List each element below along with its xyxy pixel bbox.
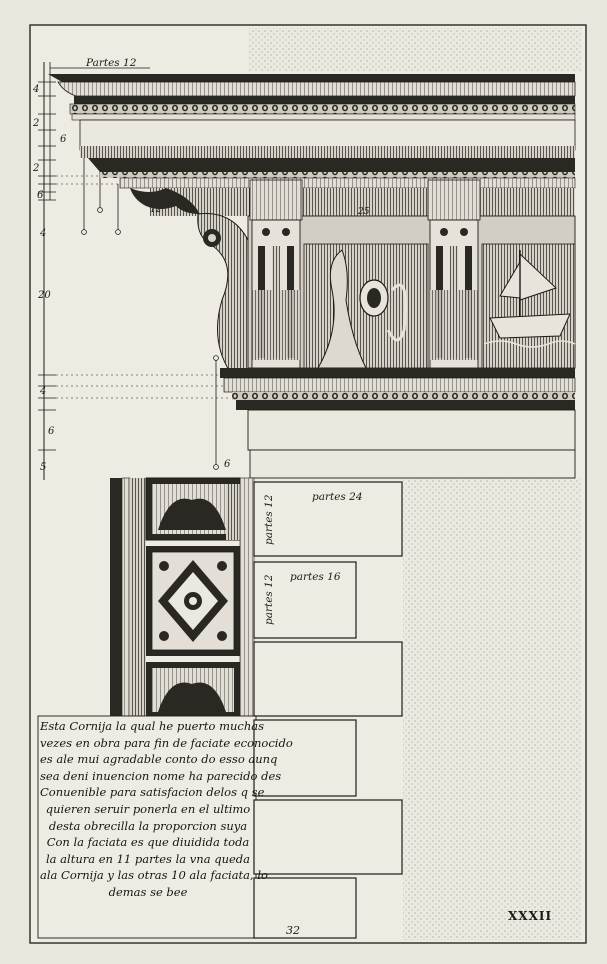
caption-line: sea deni inuencion nome ha parecido des (40, 768, 282, 783)
caption-line: desta obrecilla la proporcion suya (48, 818, 248, 833)
caption-line: ala Cornija y las otras 10 ala faciata, … (40, 868, 268, 883)
caption-line: Conuenible para satisfacion delos q se (40, 785, 265, 800)
caption-line: Con la faciata es que diuidida toda (46, 835, 250, 850)
scale-mark-9: 5 (40, 462, 46, 473)
caption-line: la altura en 11 partes la vna queda (45, 851, 250, 866)
masonry-block-1 (253, 481, 403, 557)
cornice-mark-1: 25 (357, 207, 370, 217)
scale-mark-6: 20 (37, 290, 51, 301)
caption-text: Esta Cornija la qual he puerto muchas ve… (40, 718, 293, 901)
masonry-block-2 (253, 561, 357, 639)
scale-mark-2: 6 (60, 134, 67, 145)
masonry-block-6 (253, 877, 357, 939)
block-1-height-label: partes 12 (263, 494, 275, 545)
page-number: 32 (286, 924, 300, 937)
scale-mark-4: 6 (37, 190, 44, 201)
block-1-width-label: partes 24 (312, 491, 363, 503)
scale-mark-8: 6 (48, 426, 55, 437)
scale-mark-3: 2 (32, 163, 39, 174)
block-2-width-label: partes 16 (290, 571, 341, 583)
scale-mark-1: 2 (32, 118, 39, 129)
caption-line: Esta Cornija la qual he puerto muchas (40, 719, 265, 733)
block-2-height-label: partes 12 (263, 574, 275, 625)
masonry-block-4 (253, 719, 357, 797)
top-scale-label: Partes 12 (85, 57, 137, 69)
side-mark: 6 (224, 459, 231, 470)
scale-mark-5: 4 (39, 228, 46, 239)
scale-mark-0: 4 (32, 84, 39, 95)
masonry-block-5 (253, 799, 403, 875)
caption-line: quieren seruir ponerla en el ultimo (45, 801, 251, 816)
caption-line: vezes en obra para fin de faciate econoc… (40, 735, 293, 750)
caption-line: es ale mui agradable conto do esso aunq (40, 752, 278, 767)
masonry-block-3 (253, 641, 403, 717)
scale-mark-7: 4 (39, 386, 46, 397)
cornice-mark-0: 12 (150, 205, 162, 215)
caption-line: demas se bee (108, 884, 188, 899)
plate-number: XXXII (508, 909, 552, 923)
